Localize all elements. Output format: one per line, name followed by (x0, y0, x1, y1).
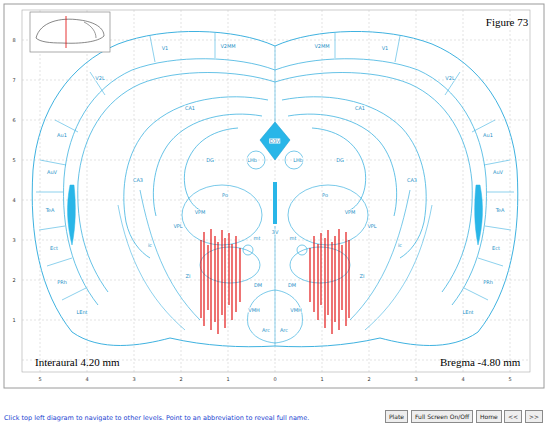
region-label: PRh (57, 280, 68, 285)
region-label: Ect (50, 246, 59, 251)
axis-number: 3 (132, 377, 135, 382)
interaural-coordinate: Interaural 4.20 mm (35, 357, 120, 368)
axis-number: 4 (12, 198, 15, 203)
region-label: AuV (46, 170, 57, 175)
button-label: >> (529, 413, 539, 420)
axis-number: 1 (226, 377, 229, 382)
region-label: Po (222, 193, 229, 198)
region-label: Po (322, 193, 329, 198)
region-label: LHb (293, 158, 304, 163)
region-label: LHb (247, 158, 258, 163)
button-label: Plate (389, 413, 404, 420)
axis-number: 3 (414, 377, 417, 382)
region-label: V1 (381, 46, 389, 51)
nav-button: Plate (385, 410, 408, 423)
nav-button: Full Screen On/Off (411, 410, 473, 423)
axis-number: 1 (320, 377, 323, 382)
region-label: CA1 (184, 106, 195, 111)
region-label: VPL (173, 224, 183, 229)
region-label: VPM (344, 210, 356, 215)
region-label: V2MM (220, 44, 236, 49)
region-label: PRh (483, 280, 494, 285)
region-label: V2MM (314, 44, 330, 49)
axis-number: 7 (12, 78, 15, 83)
region-label: V2L (445, 76, 455, 81)
region-label: TeA (45, 208, 55, 213)
axis-number: 1 (12, 318, 15, 323)
region-label: LEnt (76, 310, 88, 315)
region-label: ic (397, 243, 402, 248)
plate-frame (4, 4, 544, 388)
region-label: mt (289, 236, 297, 241)
axis-number: 5 (38, 377, 41, 382)
region-label: CA3 (406, 178, 417, 183)
region-label: Ect (492, 246, 501, 251)
region-label: DM (253, 283, 262, 288)
axis-number: 4 (461, 377, 464, 382)
grid (22, 10, 530, 372)
region-label: VPL (367, 224, 377, 229)
axis-number: 2 (179, 377, 182, 382)
region-label: DM (287, 283, 296, 288)
region-label: VPM (194, 210, 206, 215)
axis-number: 2 (12, 278, 15, 283)
nav-button: >> (525, 410, 543, 423)
bregma-coordinate: Bregma -4.80 mm (440, 357, 520, 368)
button-label: Full Screen On/Off (415, 413, 469, 420)
region-label: CA1 (354, 106, 365, 111)
region-label: DG (336, 158, 345, 163)
axis-number: 4 (85, 377, 88, 382)
help-note: Click top left diagram to navigate to ot… (4, 415, 309, 422)
region-label: TeA (495, 208, 505, 213)
region-label: Arc (261, 328, 270, 333)
region-label: Au1 (57, 133, 68, 138)
axis-number: 2 (367, 377, 370, 382)
navigation-inset (30, 12, 110, 52)
region-label: ZI (185, 274, 191, 279)
region-label: mt (253, 236, 261, 241)
axis-number: 8 (12, 38, 15, 43)
region-label: AuV (492, 170, 503, 175)
region-label: DG (206, 158, 215, 163)
region-label: CA3 (132, 178, 143, 183)
nav-button: Home (476, 410, 502, 423)
axis-number: 5 (12, 158, 15, 163)
region-label: Arc (279, 328, 288, 333)
button-label: Home (480, 413, 498, 420)
region-label: 3V (271, 230, 279, 235)
region-label: V2L (95, 76, 105, 81)
axis-number: 0 (273, 377, 276, 382)
region-label: ic (147, 243, 152, 248)
region-label: ZI (359, 274, 365, 279)
axis-number: 6 (12, 118, 15, 123)
region-label: D3V (269, 139, 280, 144)
axis-number: 5 (508, 377, 511, 382)
nav-button: << (504, 410, 522, 423)
region-label: V1 (161, 46, 169, 51)
grid-frame (22, 10, 530, 372)
axis-number: 3 (12, 238, 15, 243)
figure-number: Figure 73 (486, 17, 528, 28)
region-label: Au1 (483, 133, 494, 138)
button-label: << (508, 413, 518, 420)
region-label: VMH (290, 308, 303, 313)
region-label: LEnt (462, 310, 474, 315)
region-label: VMH (248, 308, 261, 313)
brain-section (32, 31, 518, 346)
